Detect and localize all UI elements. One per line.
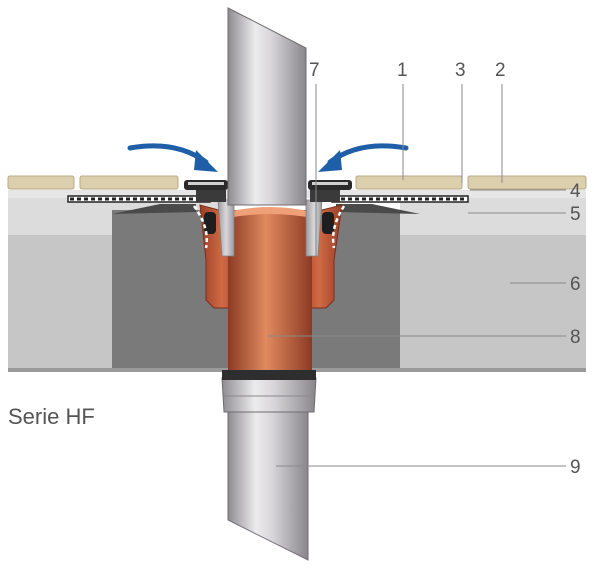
flange-wedge-left [112, 204, 196, 214]
pipe-socket [221, 377, 317, 413]
flow-arrow-left [127, 143, 209, 165]
callout-8: 8 [570, 327, 581, 348]
inner-pipe-top [228, 207, 312, 218]
callout-2: 2 [495, 60, 506, 81]
callout-3: 3 [455, 60, 466, 81]
grate-flange-right [310, 190, 340, 202]
grate-top-right [312, 182, 348, 185]
socket-band [222, 370, 316, 380]
callout-4: 4 [570, 181, 581, 202]
screed-layer-right [400, 197, 586, 235]
seal-ring-right [322, 212, 334, 234]
tile [79, 175, 179, 190]
membrane-fold-left [192, 205, 208, 249]
flange-wedge-right [336, 204, 420, 214]
seal-ring-left [204, 212, 216, 234]
water-flow-arrows [127, 143, 409, 172]
flow-arrow-right-head [318, 150, 342, 172]
tile [7, 175, 75, 190]
series-label: Serie HF [8, 404, 95, 429]
lower-drain-pipe [221, 370, 317, 561]
base-slab-right [400, 235, 586, 370]
lower-pipe-shaft [227, 409, 309, 561]
grate-flange-left [196, 190, 226, 202]
callout-7: 7 [309, 60, 320, 81]
callout-1: 1 [397, 60, 408, 81]
drain-grate-ring [184, 180, 352, 202]
grate-top-left [188, 182, 224, 185]
tile [467, 175, 587, 190]
callout-5: 5 [570, 204, 581, 225]
flow-arrow-left-head [194, 150, 218, 172]
membrane-fold-right [331, 205, 346, 249]
callout-numbers: 7 1 3 2 4 5 6 8 9 [309, 60, 581, 478]
flow-arrow-right [327, 143, 409, 165]
leader-lines [268, 84, 566, 467]
membrane-left [67, 195, 211, 203]
tile [355, 175, 463, 190]
upper-vent-pipe [227, 7, 307, 206]
callout-9: 9 [570, 457, 581, 478]
callout-6: 6 [570, 274, 581, 295]
inner-pipe-sleeve [228, 210, 312, 372]
floor-tiles [7, 175, 587, 190]
